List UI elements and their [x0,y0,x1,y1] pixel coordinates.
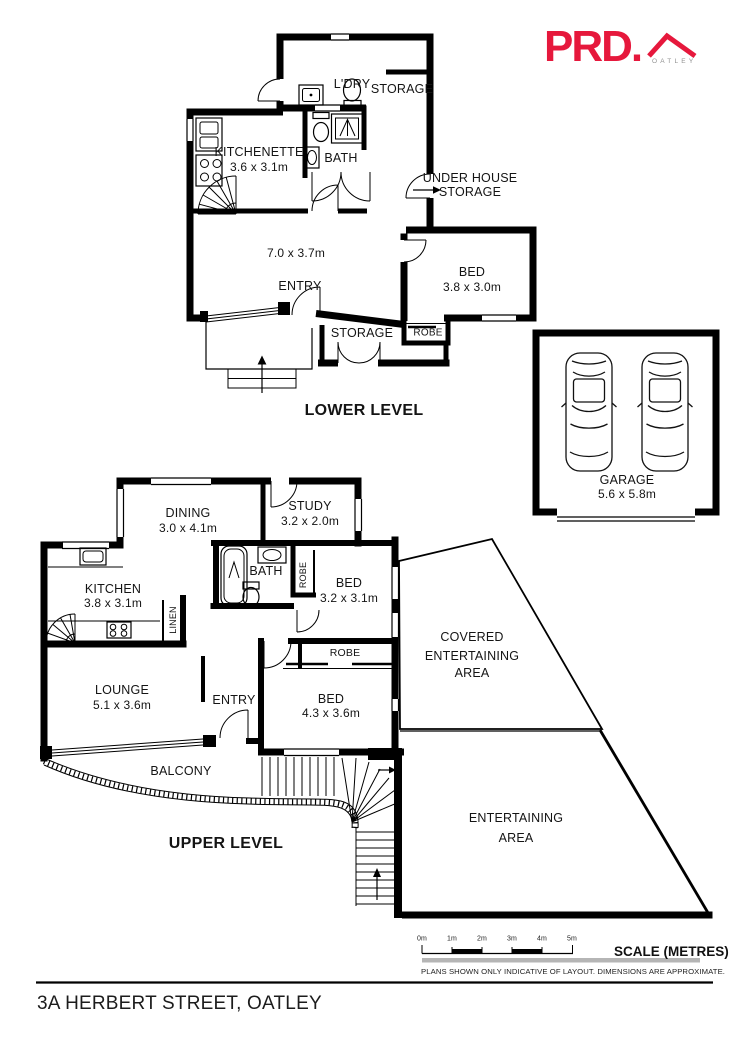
car-left [560,352,618,472]
label-kitchenette: KITCHENETTE [214,145,304,159]
label-kitchen: KITCHEN [84,582,142,596]
entertaining-outline [400,729,711,916]
disclaimer-text: PLANS SHOWN ONLY INDICATIVE OF LAYOUT. D… [421,967,726,976]
lounge-glazing [51,738,204,757]
label-laundry: L'DRY [333,77,371,91]
lower-entry-glazing [205,306,285,323]
covered-entertaining-outline [398,537,604,730]
under-house-arrowhead [433,186,441,194]
label-bed-lower-dims: 3.8 x 3.0m [442,280,502,294]
label-dining: DINING [165,506,211,520]
label-storage-bottom: STORAGE [330,326,394,340]
lower-walls-heavy [186,33,537,367]
label-bed-large-dims: 4.3 x 3.6m [301,706,361,720]
external-stairs [261,757,398,906]
label-robe-upper-small: ROBE [298,561,308,589]
spiral-stair-lower [197,175,237,215]
upper-bath-fixtures [220,545,315,608]
glazing-end-block [278,302,290,315]
robe-large-fittings [283,662,393,669]
stair-up-arrowhead [373,868,381,877]
label-kitchen-dims: 3.8 x 3.1m [83,596,143,610]
scale-tick-2: 2m [476,935,488,943]
garage-door [557,516,695,522]
porch-steps [227,361,297,393]
glazing-end-block [40,746,52,759]
garage-walls [532,329,720,516]
label-entertaining-2: AREA [498,831,534,845]
prd-logo-text: PRD. [544,22,643,71]
balcony-railing [42,757,359,829]
upper-level-plan [40,477,713,919]
label-covered-entertaining-3: AREA [454,666,490,680]
label-entry-lower: ENTRY [278,279,322,293]
label-bath-lower: BATH [324,151,358,165]
label-under-house-2: STORAGE [438,185,502,199]
lower-fixtures [195,78,364,187]
label-robe-large: ROBE [329,647,361,659]
upper-doors [219,480,320,739]
label-bed-large: BED [317,692,345,706]
label-dining-dims: 3.0 x 4.1m [158,521,218,535]
label-study: STUDY [288,499,332,513]
label-under-house-1: UNDER HOUSE [422,171,518,185]
lower-walls-interior [186,69,451,366]
porch-step-arrow [257,355,267,365]
glazing-end-block [203,735,216,747]
property-address: 3A HERBERT STREET, OATLEY [37,993,322,1014]
prd-office-name: OATLEY [652,58,697,65]
scale-gray-bar [422,958,700,963]
label-covered-entertaining-2: ENTERTAINING [424,649,520,663]
car-right [636,352,694,472]
scale-title: SCALE (METRES) [614,944,729,959]
label-bed-small-dims: 3.2 x 3.1m [319,591,379,605]
lower-level-plan [186,33,537,393]
label-entertaining-1: ENTERTAINING [468,811,564,825]
label-upper-level-title: UPPER LEVEL [168,835,284,852]
label-bed-lower: BED [458,265,486,279]
label-storage-top: STORAGE [370,82,434,96]
label-linen: LINEN [168,606,178,634]
label-entry-upper: ENTRY [212,693,256,707]
label-kitchenette-dims: 3.6 x 3.1m [229,160,289,174]
label-lounge: LOUNGE [95,683,149,697]
stair-door-arrowhead [389,766,396,774]
upper-walls-interior [260,484,316,598]
label-lounge-dims: 5.1 x 3.6m [92,698,152,712]
scale-bar [36,945,713,984]
label-bath-upper: BATH [249,564,283,578]
scale-tick-4: 4m [536,935,548,943]
scale-tick-5: 5m [566,935,578,943]
label-lower-level-title: LOWER LEVEL [304,402,424,419]
label-balcony: BALCONY [150,764,212,778]
scale-tick-1: 1m [446,935,458,943]
glazing-end-block [200,311,208,322]
label-study-dims: 3.2 x 2.0m [280,514,340,528]
kitchen-fittings [48,547,164,642]
lower-doors [257,78,431,364]
scale-tick-3: 3m [506,935,518,943]
prd-roof-icon [647,32,697,59]
scale-tick-0: 0m [416,935,428,943]
label-garage-dims: 5.6 x 5.8m [597,487,657,501]
label-main-room-dims: 7.0 x 3.7m [266,246,326,260]
garage-plan [532,329,720,522]
label-bed-small: BED [335,576,363,590]
stair-landing-block [368,748,396,760]
label-robe-lower: ROBE [413,327,443,339]
spiral-stair-upper [45,613,76,644]
label-garage: GARAGE [599,473,655,487]
label-covered-entertaining-1: COVERED [440,630,504,644]
lower-windows [186,33,516,322]
